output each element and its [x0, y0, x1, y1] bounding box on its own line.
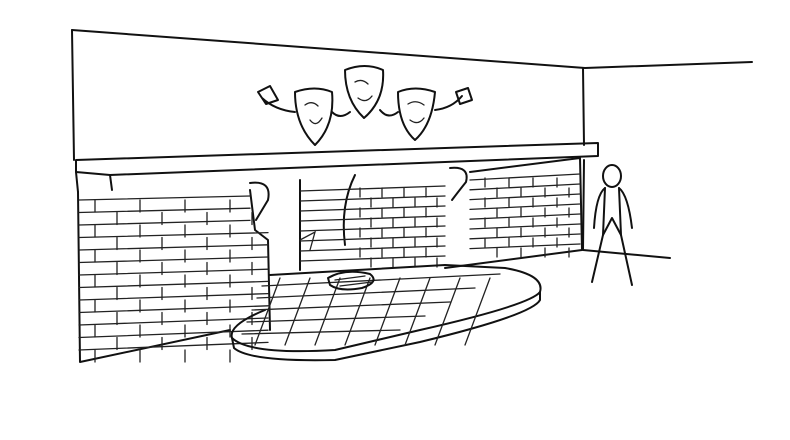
- brick-course: [469, 173, 581, 181]
- brick-course: [469, 183, 581, 191]
- brick-course: [299, 245, 446, 252]
- hearth-tile-line: [256, 287, 476, 299]
- hearth-tile-line: [314, 277, 341, 346]
- brick-course: [299, 205, 446, 212]
- hearth-tile-line: [464, 277, 491, 346]
- brick-course: [299, 185, 446, 192]
- brick-course: [469, 193, 581, 201]
- brick-course: [469, 243, 581, 250]
- firewood: [299, 230, 375, 291]
- brick-course: [78, 195, 251, 201]
- brick-course: [78, 280, 269, 289]
- brick-course: [299, 215, 446, 222]
- left-brick-wall: [77, 189, 271, 363]
- brick-course: [299, 195, 446, 202]
- back-brick-wall: [299, 157, 583, 271]
- hearth-tile-line: [284, 277, 311, 346]
- brick-course: [299, 225, 446, 232]
- brick-course: [78, 329, 269, 339]
- brick-course: [78, 341, 269, 351]
- brick-course: [78, 231, 269, 239]
- mantel-shelf: [75, 142, 599, 221]
- hearth-tile-line: [404, 277, 431, 346]
- room-walls: [71, 29, 753, 259]
- brick-course: [78, 268, 269, 276]
- brick-course: [78, 317, 269, 326]
- hearth-platform: [230, 264, 542, 362]
- hearth-tile-line: [374, 277, 401, 346]
- human-figure: [591, 164, 633, 286]
- brick-course: [299, 235, 446, 242]
- brick-course: [299, 255, 446, 262]
- hearth-tile-line: [344, 277, 371, 346]
- hearth-tile-line: [241, 329, 401, 335]
- brick-course: [78, 292, 269, 301]
- brick-course: [78, 305, 269, 314]
- brick-course: [469, 233, 581, 240]
- hearth-tile-line: [254, 277, 281, 346]
- brick-course: [469, 223, 581, 230]
- brick-course: [78, 256, 269, 264]
- hearth-tile-line: [261, 273, 501, 287]
- brick-course: [469, 213, 581, 220]
- shields-decoration: [257, 65, 473, 146]
- hearth-tile-line: [434, 277, 461, 346]
- brick-course: [78, 244, 269, 251]
- brick-course: [469, 203, 581, 211]
- hearth-tile-line: [246, 315, 426, 323]
- hearth-tile-line: [251, 301, 451, 311]
- brick-course: [78, 219, 251, 226]
- brick-course: [78, 207, 251, 214]
